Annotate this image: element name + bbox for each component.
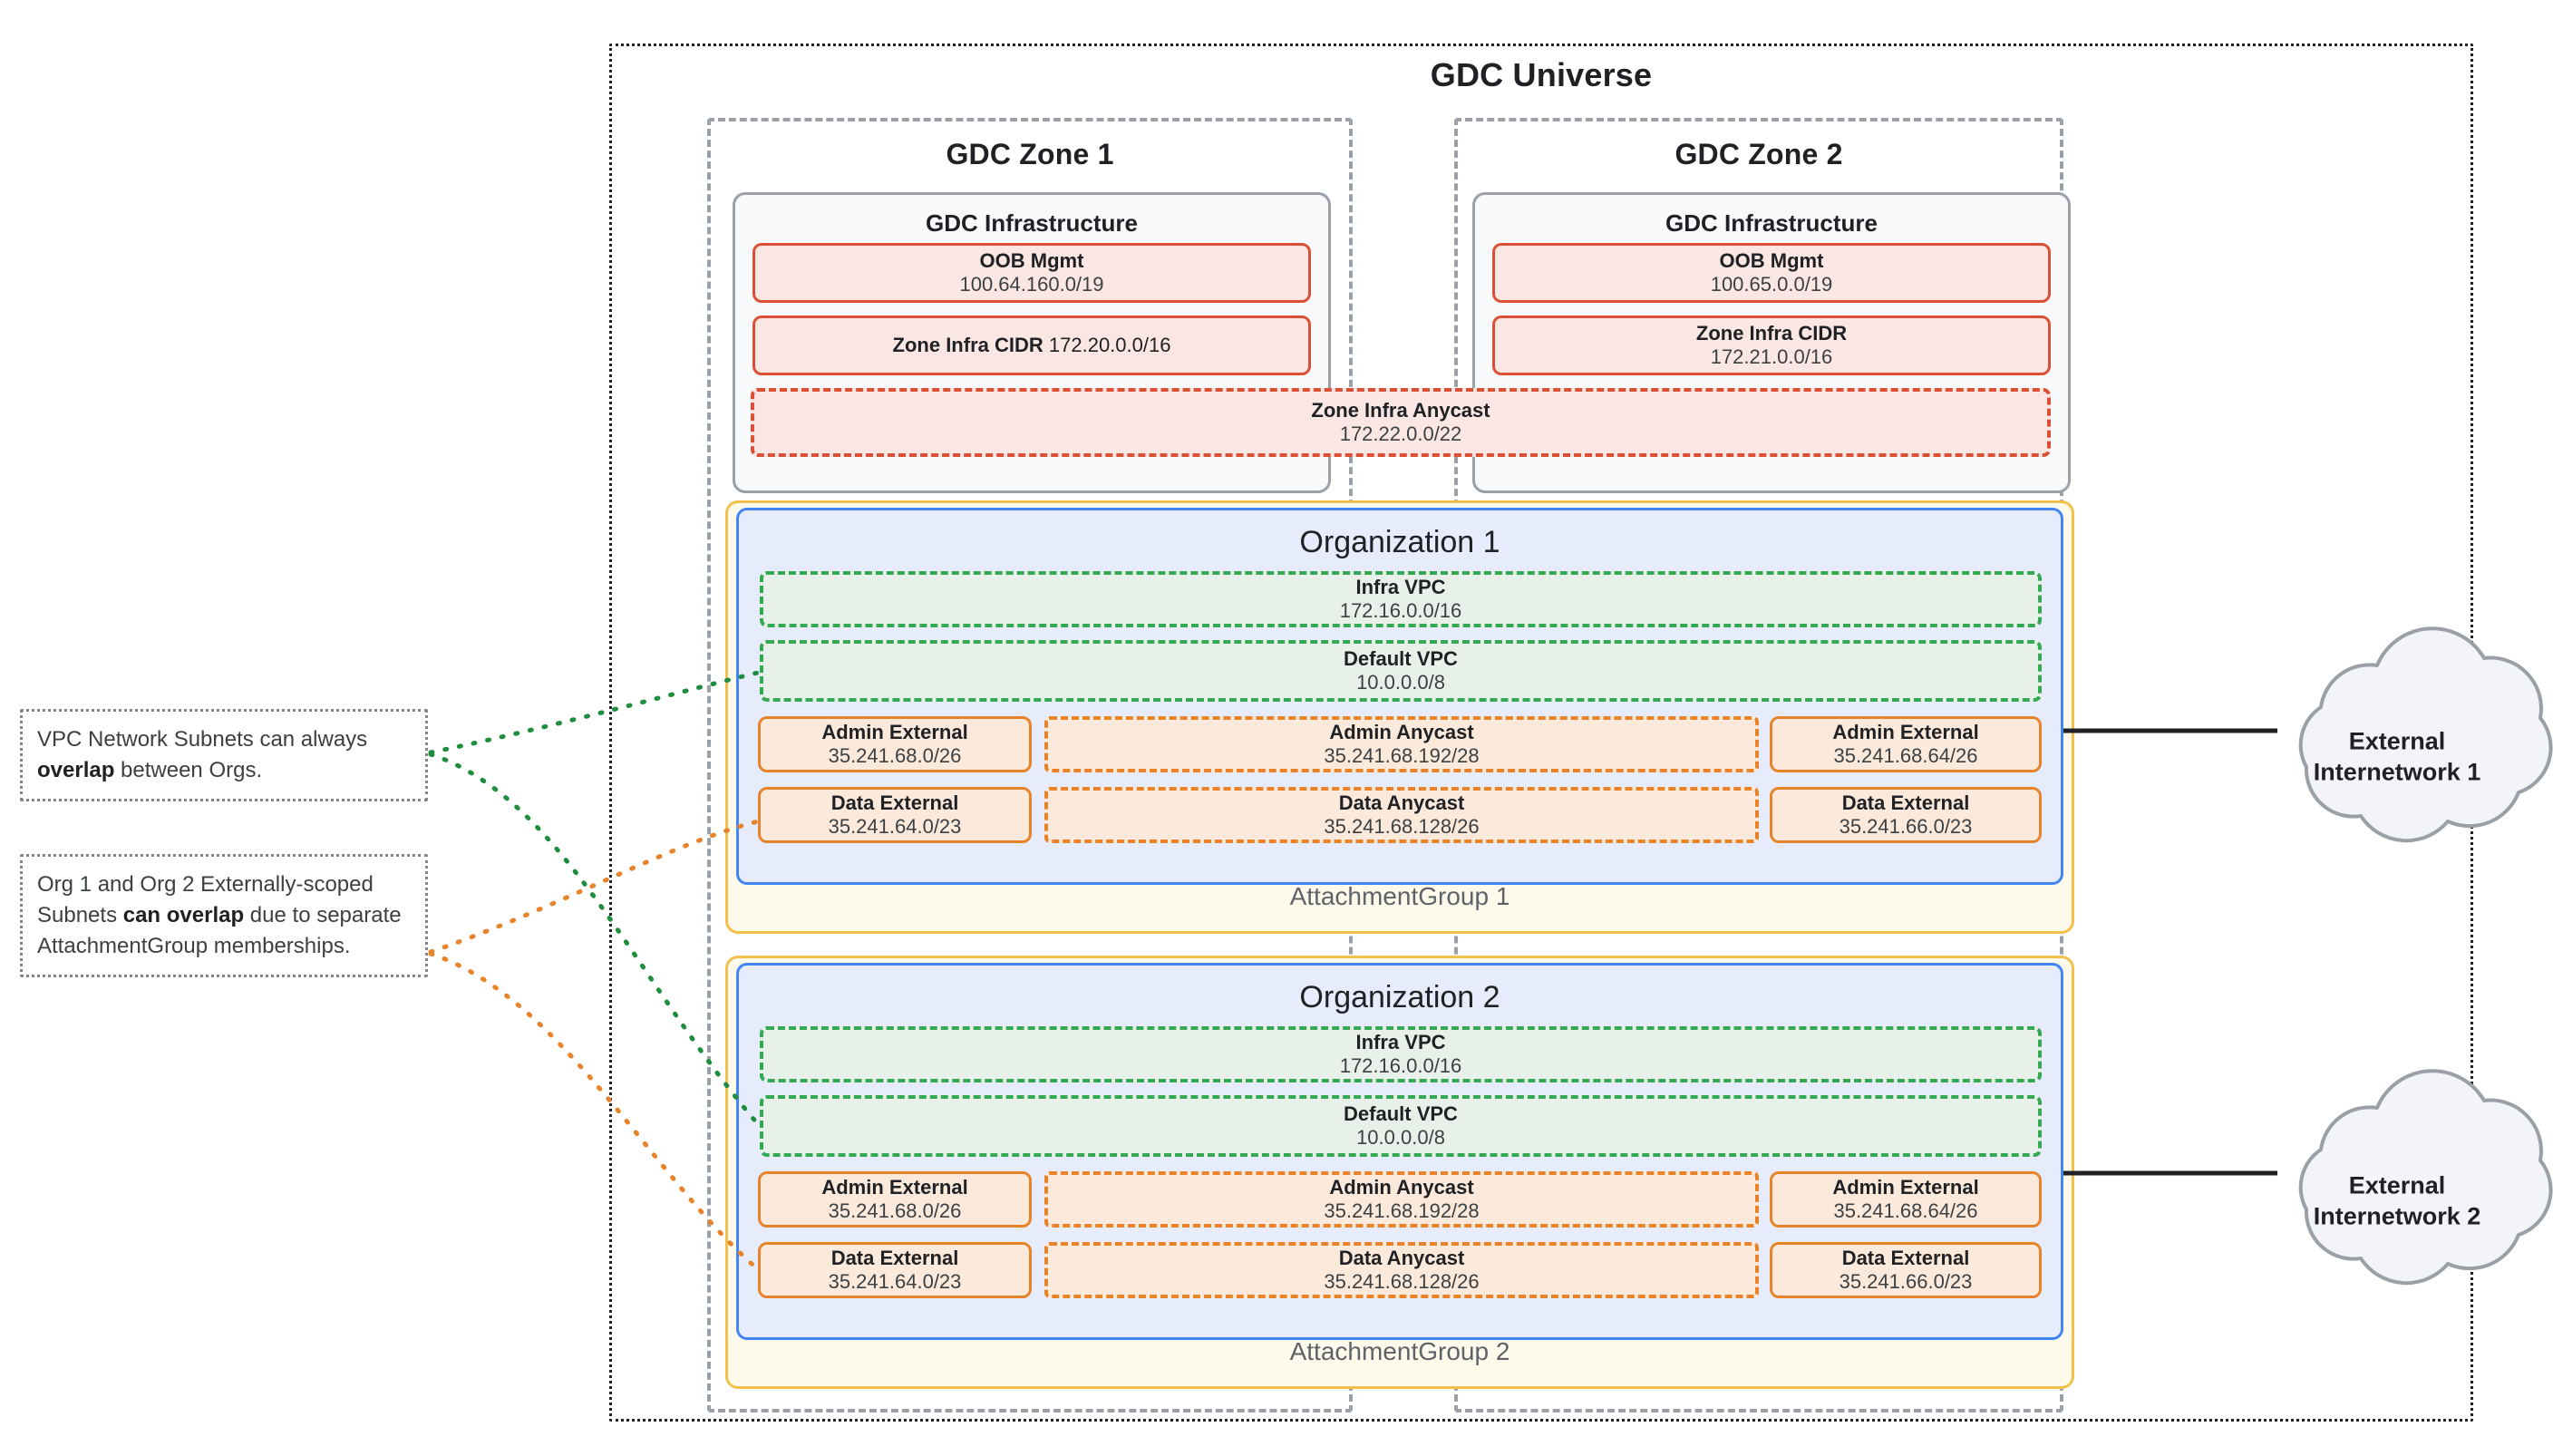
vpc-overlap-note-prefix: VPC Network Subnets can always [37, 727, 368, 752]
org-2-data-external-right-cidr: 35.241.66.0/23 [1839, 1270, 1973, 1293]
org-1-data-anycast-label: Data Anycast [1338, 791, 1465, 814]
org-1-data-external-right-label: Data External [1841, 791, 1970, 814]
vpc-overlap-note-suffix: between Orgs. [114, 758, 263, 783]
org-1-admin-anycast-label: Admin Anycast [1329, 720, 1474, 743]
org-1-admin-external-right-label: Admin External [1832, 720, 1979, 743]
org-1-infra-vpc-label: Infra VPC [1355, 575, 1446, 598]
organization-2-title: Organization 2 [1299, 980, 1500, 1014]
external-internetwork-2-line2: Internetwork 2 [2313, 1202, 2481, 1229]
org-2-admin-external-left-box: Admin External 35.241.68.0/26 [758, 1171, 1032, 1228]
external-internetwork-1-label-wrap: External Internetwork 1 [2265, 671, 2529, 843]
zone-1-zone-infra-cidr-value: 172.20.0.0/16 [1048, 334, 1171, 357]
organization-1-title: Organization 1 [1299, 525, 1500, 559]
external-overlap-note-bold: can overlap [122, 903, 245, 928]
zone-2-zone-infra-cidr-label: Zone Infra CIDR [1695, 322, 1848, 345]
org-1-admin-external-left-box: Admin External 35.241.68.0/26 [758, 716, 1032, 772]
org-2-data-anycast-label: Data Anycast [1338, 1246, 1465, 1269]
org-1-data-external-left-cidr: 35.241.64.0/23 [828, 815, 962, 838]
gdc-zone-1-title: GDC Zone 1 [946, 138, 1114, 170]
org-1-admin-anycast-cidr: 35.241.68.192/28 [1324, 744, 1480, 767]
org-2-data-external-left-box: Data External 35.241.64.0/23 [758, 1242, 1032, 1298]
org-2-admin-external-left-cidr: 35.241.68.0/26 [828, 1199, 962, 1222]
zone-2-zone-infra-cidr-box: Zone Infra CIDR 172.21.0.0/16 [1492, 315, 2051, 375]
org-2-infra-vpc-cidr: 172.16.0.0/16 [1339, 1054, 1462, 1077]
org-2-admin-anycast-label: Admin Anycast [1329, 1175, 1474, 1199]
external-internetwork-2-label-wrap: External Internetwork 2 [2265, 1115, 2529, 1287]
org-2-data-external-right-label: Data External [1841, 1246, 1970, 1269]
org-1-admin-anycast-box: Admin Anycast 35.241.68.192/28 [1044, 716, 1759, 772]
attachment-group-1-label: AttachmentGroup 1 [1289, 882, 1510, 910]
external-internetwork-1-line2: Internetwork 1 [2313, 758, 2481, 785]
org-2-admin-external-right-cidr: 35.241.68.64/26 [1833, 1199, 1978, 1222]
org-1-infra-vpc-box: Infra VPC 172.16.0.0/16 [760, 571, 2042, 627]
zone-1-zone-infra-cidr-box: Zone Infra CIDR 172.20.0.0/16 [752, 315, 1311, 375]
zone-1-oob-mgmt-box: OOB Mgmt 100.64.160.0/19 [752, 243, 1311, 303]
zone-2-zone-infra-cidr-value: 172.21.0.0/16 [1710, 345, 1833, 368]
attachment-group-2-label: AttachmentGroup 2 [1289, 1337, 1510, 1365]
zone-1-infrastructure-title: GDC Infrastructure [925, 209, 1139, 237]
org-1-admin-external-left-label: Admin External [821, 720, 968, 743]
gdc-zone-2-title: GDC Zone 2 [1674, 138, 1843, 170]
vpc-overlap-note-bold: overlap [37, 758, 115, 783]
zone-infra-anycast-cidr: 172.22.0.0/22 [1339, 422, 1462, 445]
zone-2-oob-mgmt-label: OOB Mgmt [1719, 249, 1824, 273]
org-1-data-external-left-label: Data External [830, 791, 959, 814]
org-2-admin-external-right-box: Admin External 35.241.68.64/26 [1770, 1171, 2042, 1228]
org-1-default-vpc-label: Default VPC [1344, 646, 1458, 670]
org-2-admin-external-left-label: Admin External [821, 1175, 968, 1199]
zone-2-oob-mgmt-box: OOB Mgmt 100.65.0.0/19 [1492, 243, 2051, 303]
org-2-admin-anycast-box: Admin Anycast 35.241.68.192/28 [1044, 1171, 1759, 1228]
org-2-default-vpc-label: Default VPC [1344, 1102, 1458, 1125]
org-2-default-vpc-cidr: 10.0.0.0/8 [1356, 1126, 1445, 1149]
zone-infra-anycast-label: Zone Infra Anycast [1311, 398, 1490, 422]
zone-1-oob-mgmt-cidr: 100.64.160.0/19 [959, 273, 1104, 296]
external-internetwork-1-line1: External [2348, 727, 2446, 755]
org-1-data-external-left-box: Data External 35.241.64.0/23 [758, 787, 1032, 843]
org-1-default-vpc-box: Default VPC 10.0.0.0/8 [760, 640, 2042, 702]
zone-1-oob-mgmt-label: OOB Mgmt [979, 249, 1084, 273]
external-overlap-note: Org 1 and Org 2 Externally-scoped Subnet… [20, 854, 428, 978]
zone-1-zone-infra-cidr-label: Zone Infra CIDR [892, 334, 1044, 357]
org-2-default-vpc-box: Default VPC 10.0.0.0/8 [760, 1095, 2042, 1157]
org-2-admin-external-right-label: Admin External [1832, 1175, 1979, 1199]
org-2-infra-vpc-box: Infra VPC 172.16.0.0/16 [760, 1026, 2042, 1082]
org-2-data-external-left-cidr: 35.241.64.0/23 [828, 1270, 962, 1293]
org-1-admin-external-right-cidr: 35.241.68.64/26 [1833, 744, 1978, 767]
zone-2-infrastructure-title: GDC Infrastructure [1665, 209, 1878, 237]
org-1-admin-external-left-cidr: 35.241.68.0/26 [828, 744, 962, 767]
org-2-admin-anycast-cidr: 35.241.68.192/28 [1324, 1199, 1480, 1222]
vpc-overlap-note: VPC Network Subnets can always overlap b… [20, 709, 428, 802]
org-1-data-anycast-cidr: 35.241.68.128/26 [1324, 815, 1480, 838]
org-2-data-anycast-cidr: 35.241.68.128/26 [1324, 1270, 1480, 1293]
org-1-infra-vpc-cidr: 172.16.0.0/16 [1339, 599, 1462, 622]
org-1-data-anycast-box: Data Anycast 35.241.68.128/26 [1044, 787, 1759, 843]
org-2-data-external-left-label: Data External [830, 1246, 959, 1269]
org-2-data-external-right-box: Data External 35.241.66.0/23 [1770, 1242, 2042, 1298]
org-1-data-external-right-cidr: 35.241.66.0/23 [1839, 815, 1973, 838]
zone-2-oob-mgmt-cidr: 100.65.0.0/19 [1710, 273, 1833, 296]
zone-infra-anycast-box: Zone Infra Anycast 172.22.0.0/22 [751, 388, 2051, 457]
org-2-data-anycast-box: Data Anycast 35.241.68.128/26 [1044, 1242, 1759, 1298]
external-internetwork-2-line1: External [2348, 1171, 2446, 1199]
org-1-data-external-right-box: Data External 35.241.66.0/23 [1770, 787, 2042, 843]
org-1-default-vpc-cidr: 10.0.0.0/8 [1356, 671, 1445, 694]
external-overlap-note-prefix: Org 1 and Org 2 Externally-scoped Subnet… [37, 872, 374, 928]
gdc-universe-title: GDC Universe [1430, 56, 1653, 93]
external-overlap-note-suffix: due to separate AttachmentGroup membersh… [37, 903, 402, 959]
org-2-infra-vpc-label: Infra VPC [1355, 1030, 1446, 1053]
org-1-admin-external-right-box: Admin External 35.241.68.64/26 [1770, 716, 2042, 772]
